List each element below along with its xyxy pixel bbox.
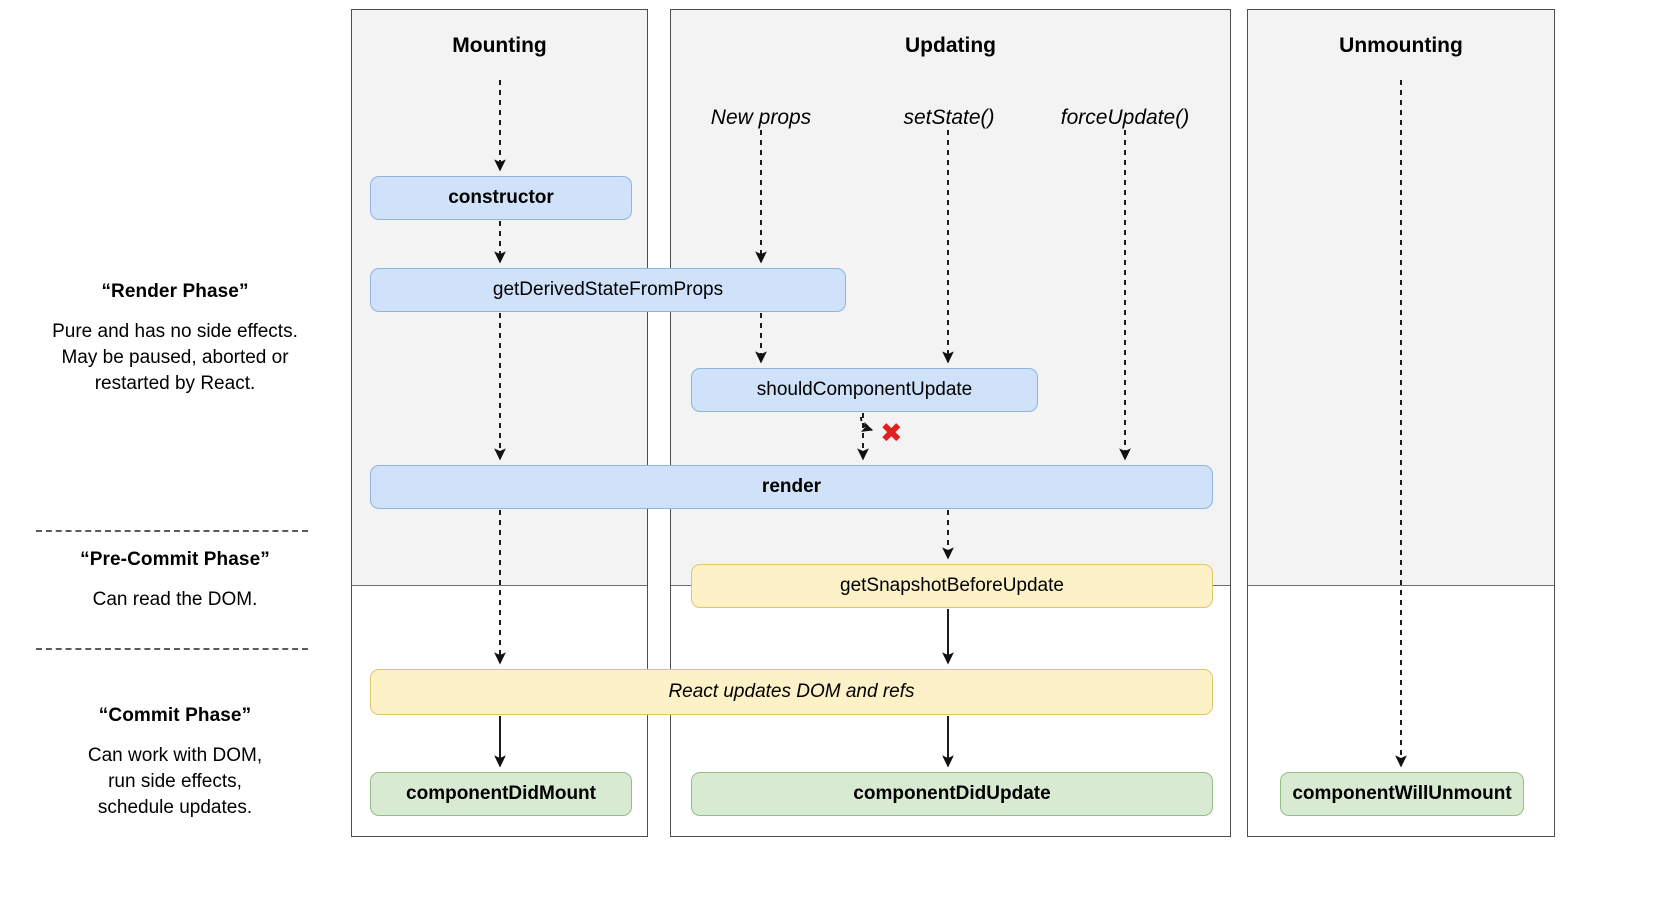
phase-divider-top bbox=[36, 530, 308, 532]
phase-boundary-mounting bbox=[352, 585, 647, 586]
phase-render: “Render Phase” Pure and has no side effe… bbox=[22, 281, 328, 397]
node-component-will-unmount[interactable]: componentWillUnmount bbox=[1280, 772, 1524, 816]
phase-pre-commit-title: “Pre-Commit Phase” bbox=[80, 549, 270, 570]
phase-commit-description: Can work with DOM, run side effects, sch… bbox=[87, 745, 263, 818]
node-get-snapshot-before-update[interactable]: getSnapshotBeforeUpdate bbox=[691, 564, 1213, 608]
phase-pre-commit-description: Can read the DOM. bbox=[92, 589, 258, 610]
column-mounting bbox=[351, 9, 648, 837]
node-component-did-update[interactable]: componentDidUpdate bbox=[691, 772, 1213, 816]
phase-render-description: Pure and has no side effects. May be pau… bbox=[52, 321, 298, 394]
skip-render-x-icon: ✖ bbox=[880, 418, 903, 449]
phase-divider-bottom bbox=[36, 648, 308, 650]
node-get-derived-state-from-props[interactable]: getDerivedStateFromProps bbox=[370, 268, 846, 312]
phase-boundary-unmounting bbox=[1248, 585, 1554, 586]
node-constructor[interactable]: constructor bbox=[370, 176, 632, 220]
phase-pre-commit: “Pre-Commit Phase” Can read the DOM. bbox=[22, 549, 328, 613]
node-component-did-mount[interactable]: componentDidMount bbox=[370, 772, 632, 816]
trigger-force-update: forceUpdate() bbox=[1060, 106, 1190, 129]
phase-commit: “Commit Phase” Can work with DOM, run si… bbox=[22, 705, 328, 821]
phase-commit-title: “Commit Phase” bbox=[98, 705, 252, 726]
node-react-updates-dom-and-refs[interactable]: React updates DOM and refs bbox=[370, 669, 1213, 715]
column-header-updating: Updating bbox=[905, 34, 996, 57]
column-header-unmounting: Unmounting bbox=[1339, 34, 1463, 57]
trigger-set-state: setState() bbox=[903, 106, 995, 129]
node-render[interactable]: render bbox=[370, 465, 1213, 509]
node-should-component-update[interactable]: shouldComponentUpdate bbox=[691, 368, 1038, 412]
column-unmounting bbox=[1247, 9, 1555, 837]
phase-render-title: “Render Phase” bbox=[101, 281, 249, 302]
trigger-new-props: New props bbox=[710, 106, 812, 129]
column-header-mounting: Mounting bbox=[452, 34, 547, 57]
column-updating bbox=[670, 9, 1231, 837]
